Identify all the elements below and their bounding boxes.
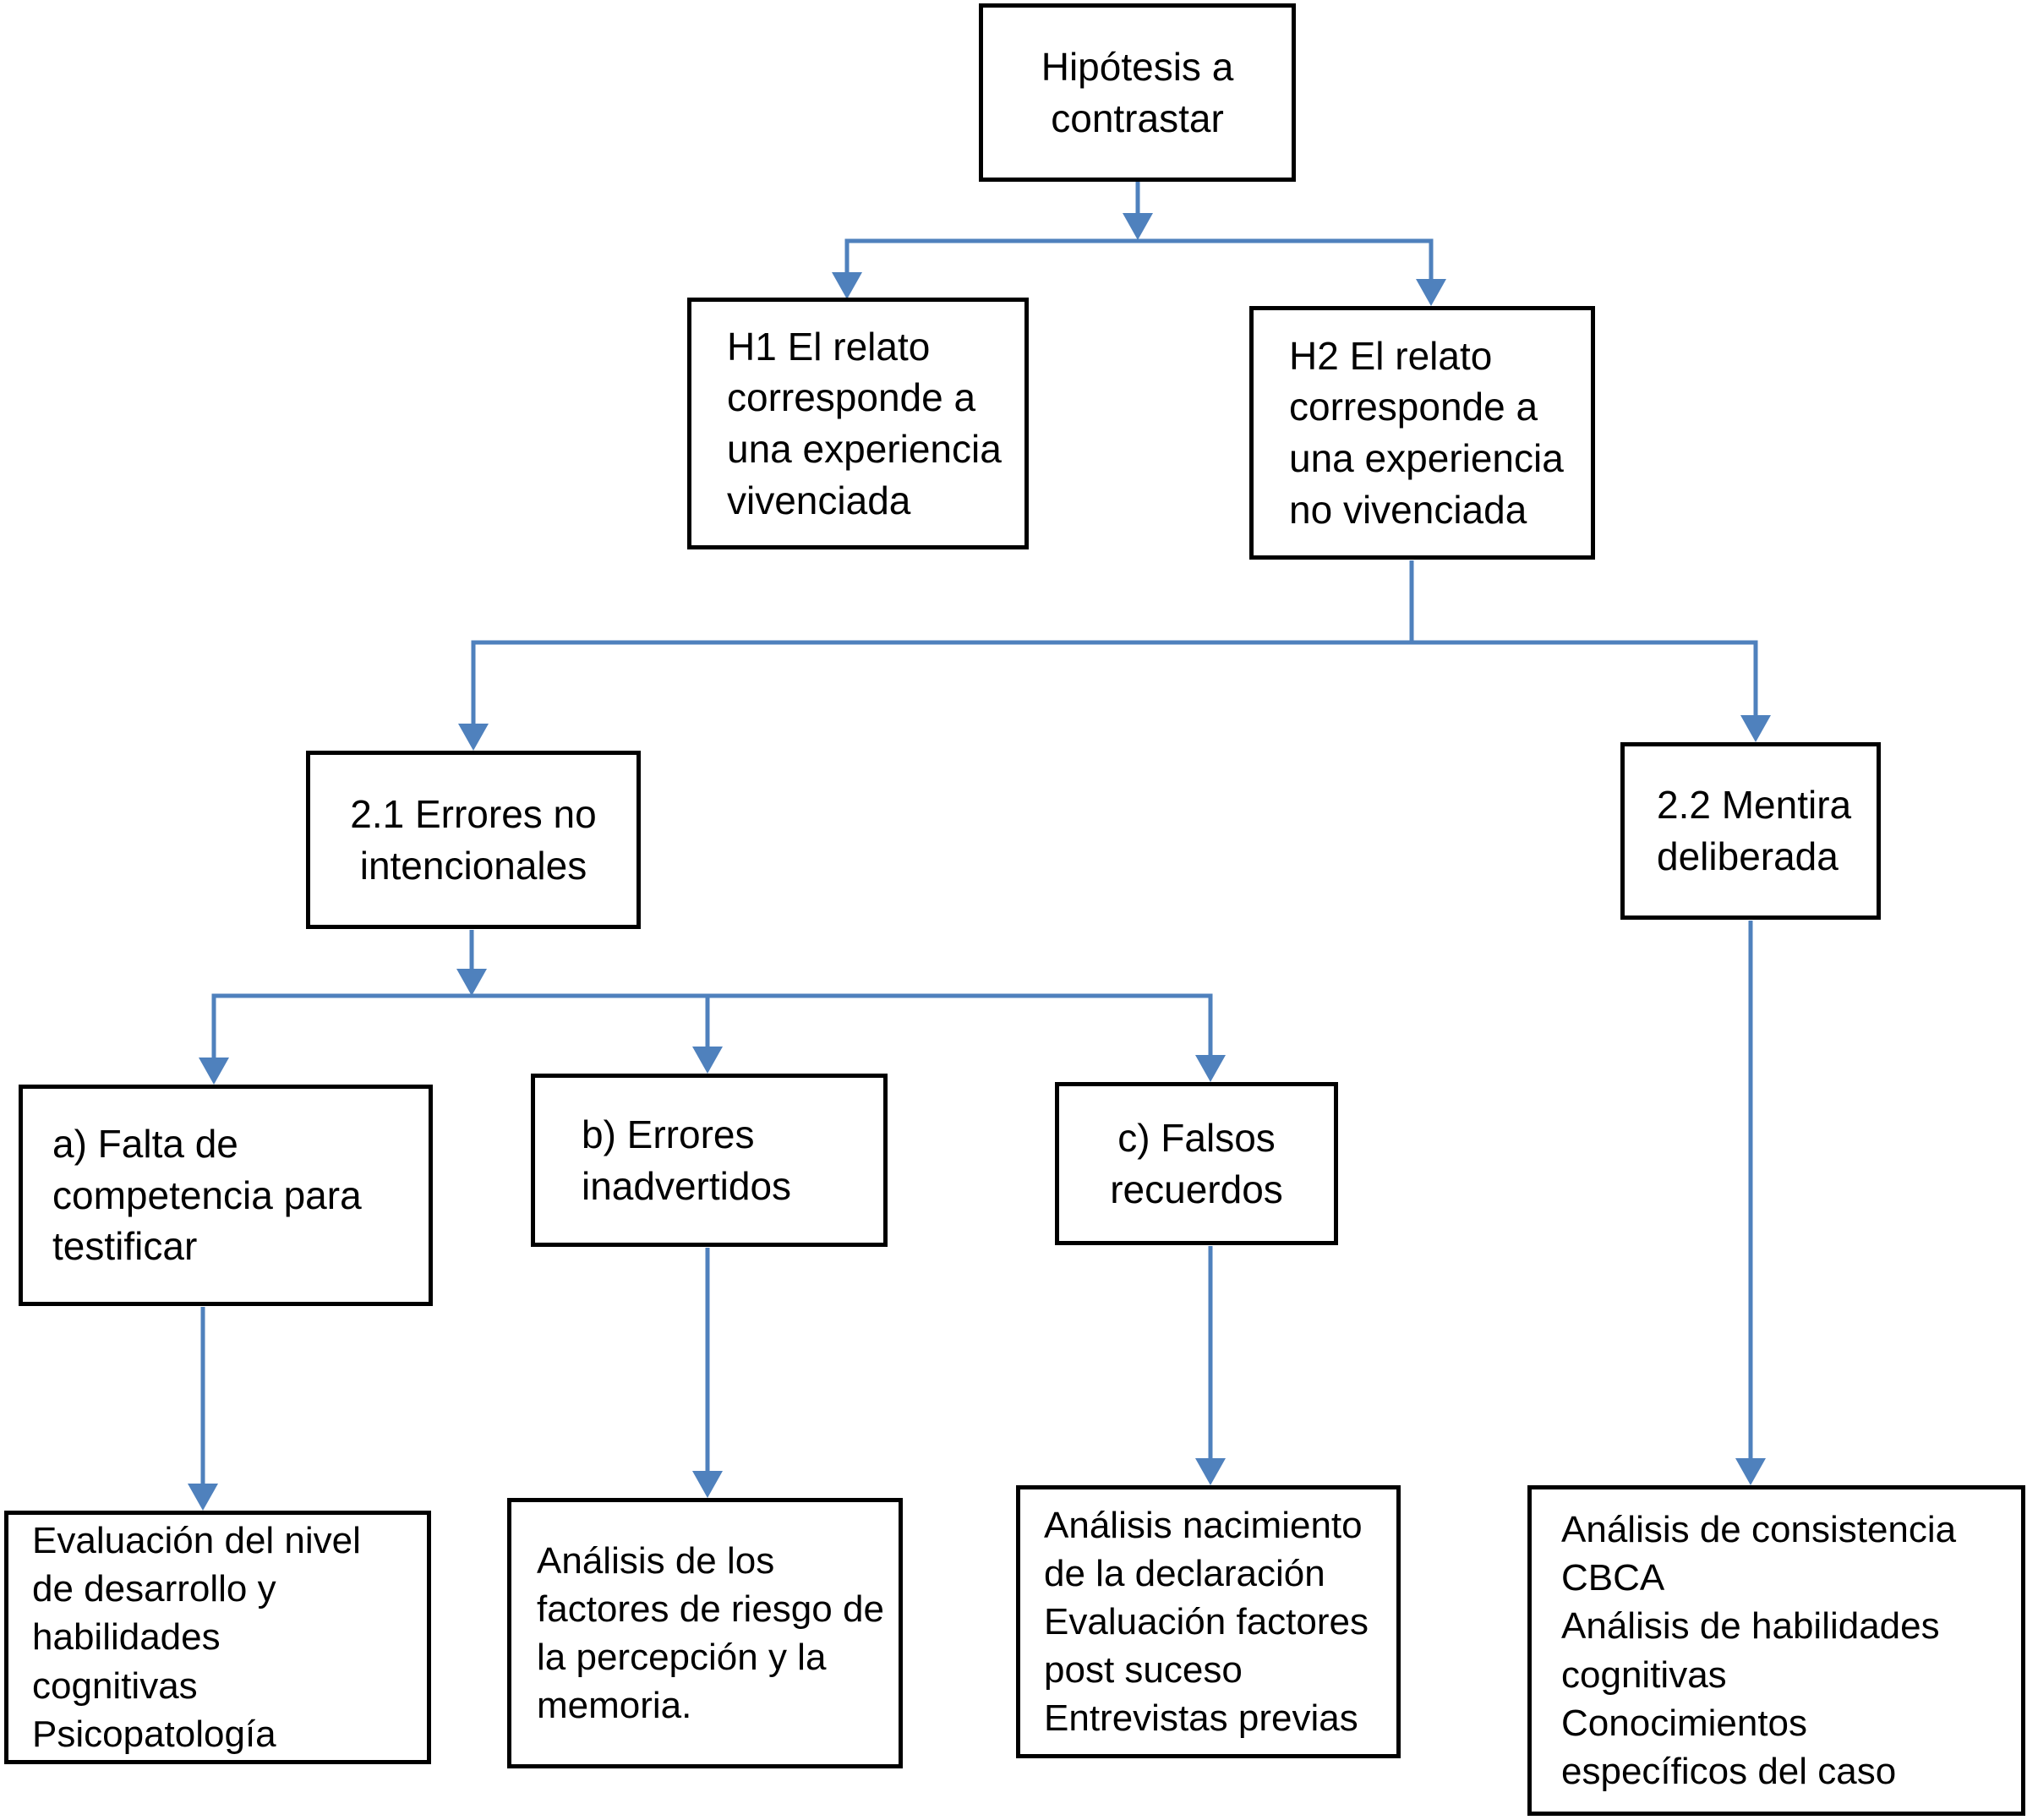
arrowhead-root	[1123, 213, 1153, 240]
node-analisis-nacimiento-declaracion: Análisis nacimiento de la declaración Ev…	[1016, 1485, 1401, 1758]
edge-rail3	[211, 993, 1213, 1058]
node-h1-experiencia-vivenciada: H1 El relato corresponde a una experienc…	[687, 298, 1029, 549]
node-label: a) Falta de competencia para testificar	[52, 1121, 362, 1269]
node-label: Análisis de los factores de riesgo de la…	[537, 1539, 884, 1727]
node-mentira-deliberada: 2.2 Mentira deliberada	[1620, 742, 1881, 920]
edge-rail1	[844, 238, 1434, 279]
node-label: 2.2 Mentira deliberada	[1657, 783, 1852, 878]
node-label: b) Errores inadvertidos	[582, 1112, 792, 1208]
arrowhead-c	[1195, 1055, 1226, 1082]
node-hipotesis-a-contrastar: Hipótesis a contrastar	[979, 3, 1296, 182]
node-evaluacion-nivel-desarrollo: Evaluación del nivel de desarrollo y hab…	[4, 1511, 431, 1764]
node-errores-no-intencionales: 2.1 Errores no intencionales	[306, 751, 641, 929]
node-label: Hipótesis a contrastar	[1041, 44, 1234, 140]
arrowhead-leaf-a	[188, 1484, 218, 1511]
arrowhead-h2	[1416, 279, 1446, 306]
node-label: Análisis de consistencia CBCA Análisis d…	[1561, 1508, 1957, 1792]
arrowhead-leaf-c	[1195, 1458, 1226, 1485]
node-label: 2.1 Errores no intencionales	[350, 791, 597, 888]
node-analisis-consistencia-cbca: Análisis de consistencia CBCA Análisis d…	[1527, 1485, 2025, 1816]
node-falsos-recuerdos: c) Falsos recuerdos	[1055, 1082, 1338, 1245]
arrowhead-e21	[458, 724, 489, 751]
node-label: Análisis nacimiento de la declaración Ev…	[1044, 1504, 1369, 1740]
arrowhead-leaf-d	[1735, 1458, 1766, 1485]
node-label: c) Falsos recuerdos	[1110, 1115, 1283, 1211]
arrowhead-b	[692, 1047, 723, 1074]
node-analisis-factores-riesgo: Análisis de los factores de riesgo de la…	[507, 1498, 903, 1768]
arrowhead-h1	[832, 272, 862, 299]
arrowhead-leaf-b	[692, 1471, 723, 1498]
node-errores-inadvertidos: b) Errores inadvertidos	[531, 1074, 888, 1247]
node-label: Evaluación del nivel de desarrollo y hab…	[32, 1520, 361, 1755]
arrowhead-e22	[1740, 715, 1771, 742]
node-h2-experiencia-no-vivenciada: H2 El relato corresponde a una experienc…	[1249, 306, 1595, 560]
arrowhead-a	[199, 1058, 229, 1085]
node-label: H1 El relato corresponde a una experienc…	[727, 324, 1002, 522]
edge-rail2	[471, 640, 1758, 724]
node-falta-de-competencia: a) Falta de competencia para testificar	[19, 1085, 433, 1306]
node-label: H2 El relato corresponde a una experienc…	[1289, 333, 1564, 532]
arrowhead-rail3	[456, 969, 487, 996]
